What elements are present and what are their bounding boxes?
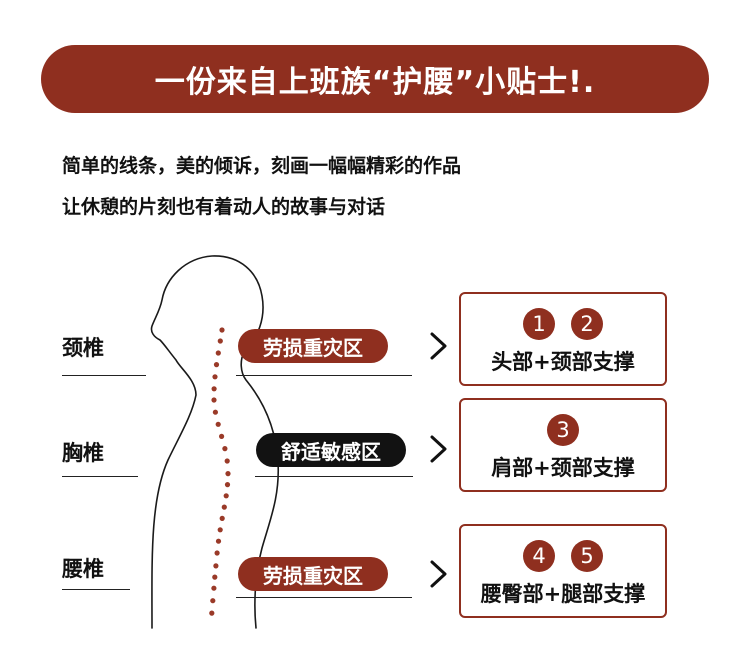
label-thoracic: 胸椎 <box>62 441 104 465</box>
spine-dot <box>212 409 218 415</box>
divider-line <box>255 476 413 477</box>
spine-dot <box>215 350 221 356</box>
spine-dot <box>221 504 227 510</box>
divider-line <box>62 589 130 590</box>
spine-dot <box>209 610 215 616</box>
divider-line <box>236 597 412 598</box>
spine-dot <box>225 471 231 477</box>
spine-dot <box>215 421 221 427</box>
support-box-text: 腰臀部+腿部支撑 <box>480 582 646 606</box>
spine-dot <box>214 550 220 556</box>
number-badge: 4 <box>523 540 555 572</box>
number-badge: 3 <box>547 414 579 446</box>
number-badge: 2 <box>571 308 603 340</box>
support-box-text: 头部+颈部支撑 <box>491 350 635 374</box>
support-box-shoulder-neck: 3 肩部+颈部支撑 <box>459 398 667 492</box>
label-lumbar: 腰椎 <box>62 557 104 581</box>
tag-strain-zone-lumbar: 劳损重灾区 <box>238 557 388 591</box>
divider-line <box>236 375 412 376</box>
spine-dot <box>219 433 225 439</box>
divider-line <box>62 476 138 477</box>
number-badge: 1 <box>523 308 555 340</box>
divider-line <box>62 375 146 376</box>
chevron-right-icon <box>430 332 447 360</box>
support-box-head-neck: 1 2 头部+颈部支撑 <box>459 292 667 386</box>
support-box-waist-leg: 4 5 腰臀部+腿部支撑 <box>459 524 667 618</box>
spine-dot <box>222 446 228 452</box>
tag-comfort-zone: 舒适敏感区 <box>256 433 406 467</box>
spine-dot <box>210 598 216 604</box>
intro-line-2: 让休憩的片刻也有着动人的故事与对话 <box>62 196 386 218</box>
spine-dot <box>215 538 222 544</box>
support-box-text: 肩部+颈部支撑 <box>491 456 635 480</box>
spine-dot <box>212 574 218 580</box>
spine-dot <box>219 327 225 333</box>
spine-dot <box>211 397 217 403</box>
spine-dot <box>223 493 229 499</box>
spine-dot <box>213 362 220 368</box>
spine-dot <box>213 563 219 569</box>
title-banner: 一份来自上班族“护腰”小贴士!. <box>41 45 709 113</box>
intro-line-1: 简单的线条，美的倾诉，刻画一幅幅精彩的作品 <box>62 155 462 177</box>
spine-dot <box>211 386 217 392</box>
spine-dots <box>209 327 231 616</box>
chevron-right-icon <box>430 435 447 463</box>
banner-title: 一份来自上班族“护腰”小贴士!. <box>154 65 596 100</box>
chevron-right-icon <box>430 560 447 588</box>
label-cervical: 颈椎 <box>62 336 104 360</box>
spine-dot <box>212 374 218 380</box>
spine-dot <box>224 482 231 488</box>
spine-dot <box>224 458 230 464</box>
spine-dot <box>217 338 223 344</box>
number-badge: 5 <box>571 540 603 572</box>
tag-strain-zone-cervical: 劳损重灾区 <box>238 329 388 363</box>
spine-dot <box>211 585 217 591</box>
spine-dot <box>219 515 225 522</box>
spine-dot <box>217 527 223 533</box>
